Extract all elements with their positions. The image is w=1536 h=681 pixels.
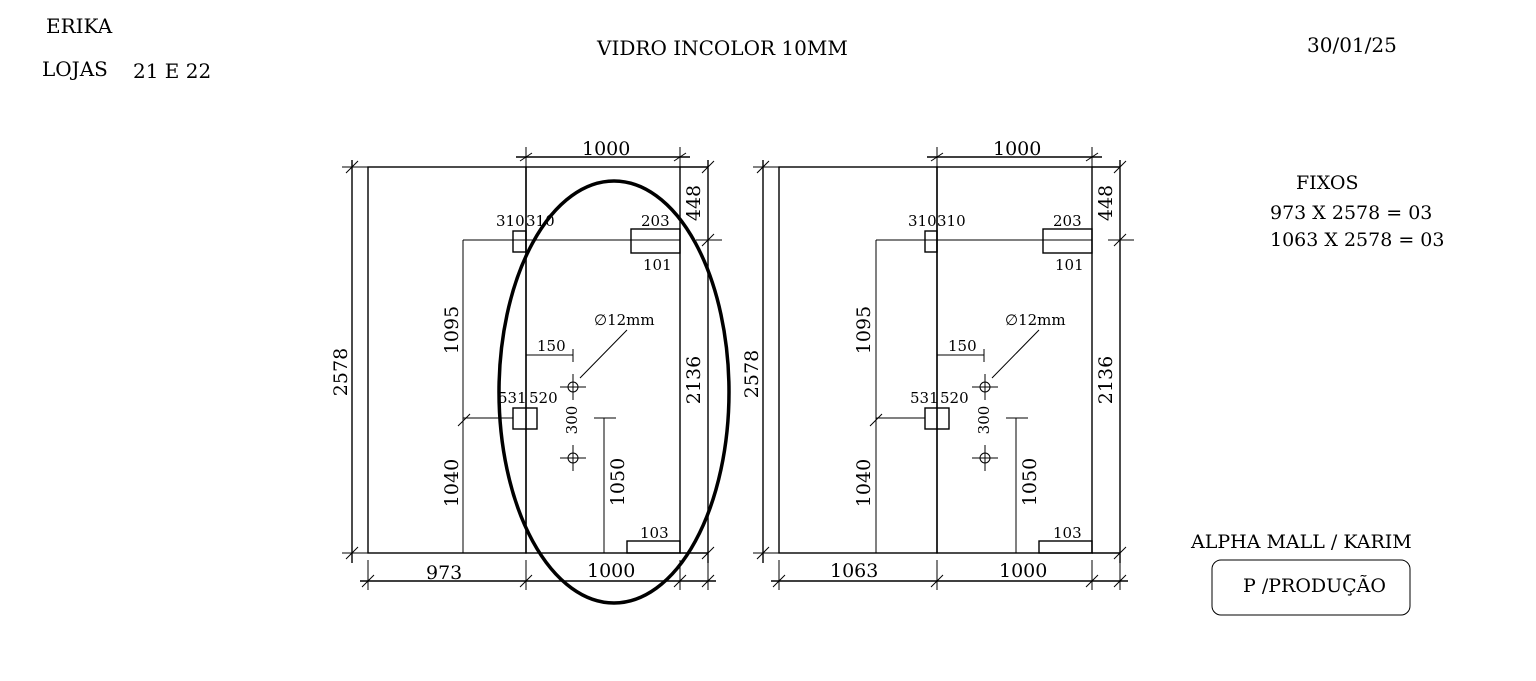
hole-diameter: ∅12mm xyxy=(1005,311,1066,329)
client-name: ERIKA xyxy=(46,14,113,38)
lock-bottom: 101 xyxy=(643,256,672,274)
hinge-top-a: 310 xyxy=(496,212,525,230)
dim-left-upper: 1095 xyxy=(441,306,463,354)
dim-bottom-left: 973 xyxy=(426,562,462,584)
dim-right-height: 2136 xyxy=(683,356,705,404)
dim-top-offset: 448 xyxy=(683,185,705,221)
dim-bottom-left: 1063 xyxy=(830,560,878,582)
hinge-mid-b: 520 xyxy=(529,389,558,407)
dim-top-width: 1000 xyxy=(993,138,1041,160)
drawing-date: 30/01/25 xyxy=(1307,33,1397,57)
hole-diameter: ∅12mm xyxy=(594,311,655,329)
hinge-top xyxy=(512,230,527,253)
dim-total-height: 2578 xyxy=(330,348,352,396)
dim-left-lower: 1040 xyxy=(441,459,463,507)
dim-bottom-right: 1000 xyxy=(999,560,1047,582)
dim-bottom-right: 1000 xyxy=(587,560,635,582)
corner-box xyxy=(626,540,681,554)
door-drawing-2: 1000 2578 448 2136 1095 1040 310 310 203… xyxy=(741,138,1134,590)
hole-spacing: 300 xyxy=(563,406,581,435)
lock-box xyxy=(1042,228,1093,254)
corner-box xyxy=(1038,540,1093,554)
fixed-line-1: 973 X 2578 = 03 xyxy=(1270,202,1432,224)
hole-offset: 150 xyxy=(537,337,566,355)
fixed-line-2: 1063 X 2578 = 03 xyxy=(1270,229,1445,251)
glass-title: VIDRO INCOLOR 10MM xyxy=(596,36,848,60)
hole-spacing: 300 xyxy=(975,406,993,435)
hinge-mid xyxy=(512,407,538,430)
hinge-mid-a: 531 xyxy=(498,389,527,407)
dim-left-lower: 1040 xyxy=(853,459,875,507)
hinge-top-b: 310 xyxy=(937,212,966,230)
door-drawing-1: 1000 2578 448 2136 1095 1040 310 310 203… xyxy=(330,138,731,605)
hinge-top-a: 310 xyxy=(908,212,937,230)
lock-top: 203 xyxy=(641,212,670,230)
hinge-mid xyxy=(924,407,950,430)
project-name: ALPHA MALL / KARIM xyxy=(1190,531,1412,553)
corner-box-label: 103 xyxy=(1053,524,1082,542)
production-stamp-box xyxy=(1211,559,1411,616)
fixed-title: FIXOS xyxy=(1296,172,1358,194)
door-panel-right xyxy=(525,166,681,554)
dim-handle-height: 1050 xyxy=(607,458,629,506)
hinge-mid-a: 531 xyxy=(910,389,939,407)
dim-top-offset: 448 xyxy=(1095,185,1117,221)
highlight-ellipse xyxy=(497,179,731,605)
stores-label: LOJAS xyxy=(42,57,108,81)
dim-left-upper: 1095 xyxy=(853,306,875,354)
dim-handle-height: 1050 xyxy=(1019,458,1041,506)
hinge-top-b: 310 xyxy=(526,212,555,230)
lock-bottom: 101 xyxy=(1055,256,1084,274)
dim-total-height: 2578 xyxy=(741,350,763,398)
hinge-mid-b: 520 xyxy=(940,389,969,407)
hinge-top xyxy=(924,230,938,253)
dim-right-height: 2136 xyxy=(1095,356,1117,404)
lock-box xyxy=(630,228,681,254)
hole-offset: 150 xyxy=(948,337,977,355)
stores-value: 21 E 22 xyxy=(133,59,211,83)
door-panel-right xyxy=(936,166,1093,554)
corner-box-label: 103 xyxy=(640,524,669,542)
production-stamp: P /PRODUÇÃO xyxy=(1243,575,1386,597)
lock-top: 203 xyxy=(1053,212,1082,230)
dim-top-width: 1000 xyxy=(582,138,630,160)
